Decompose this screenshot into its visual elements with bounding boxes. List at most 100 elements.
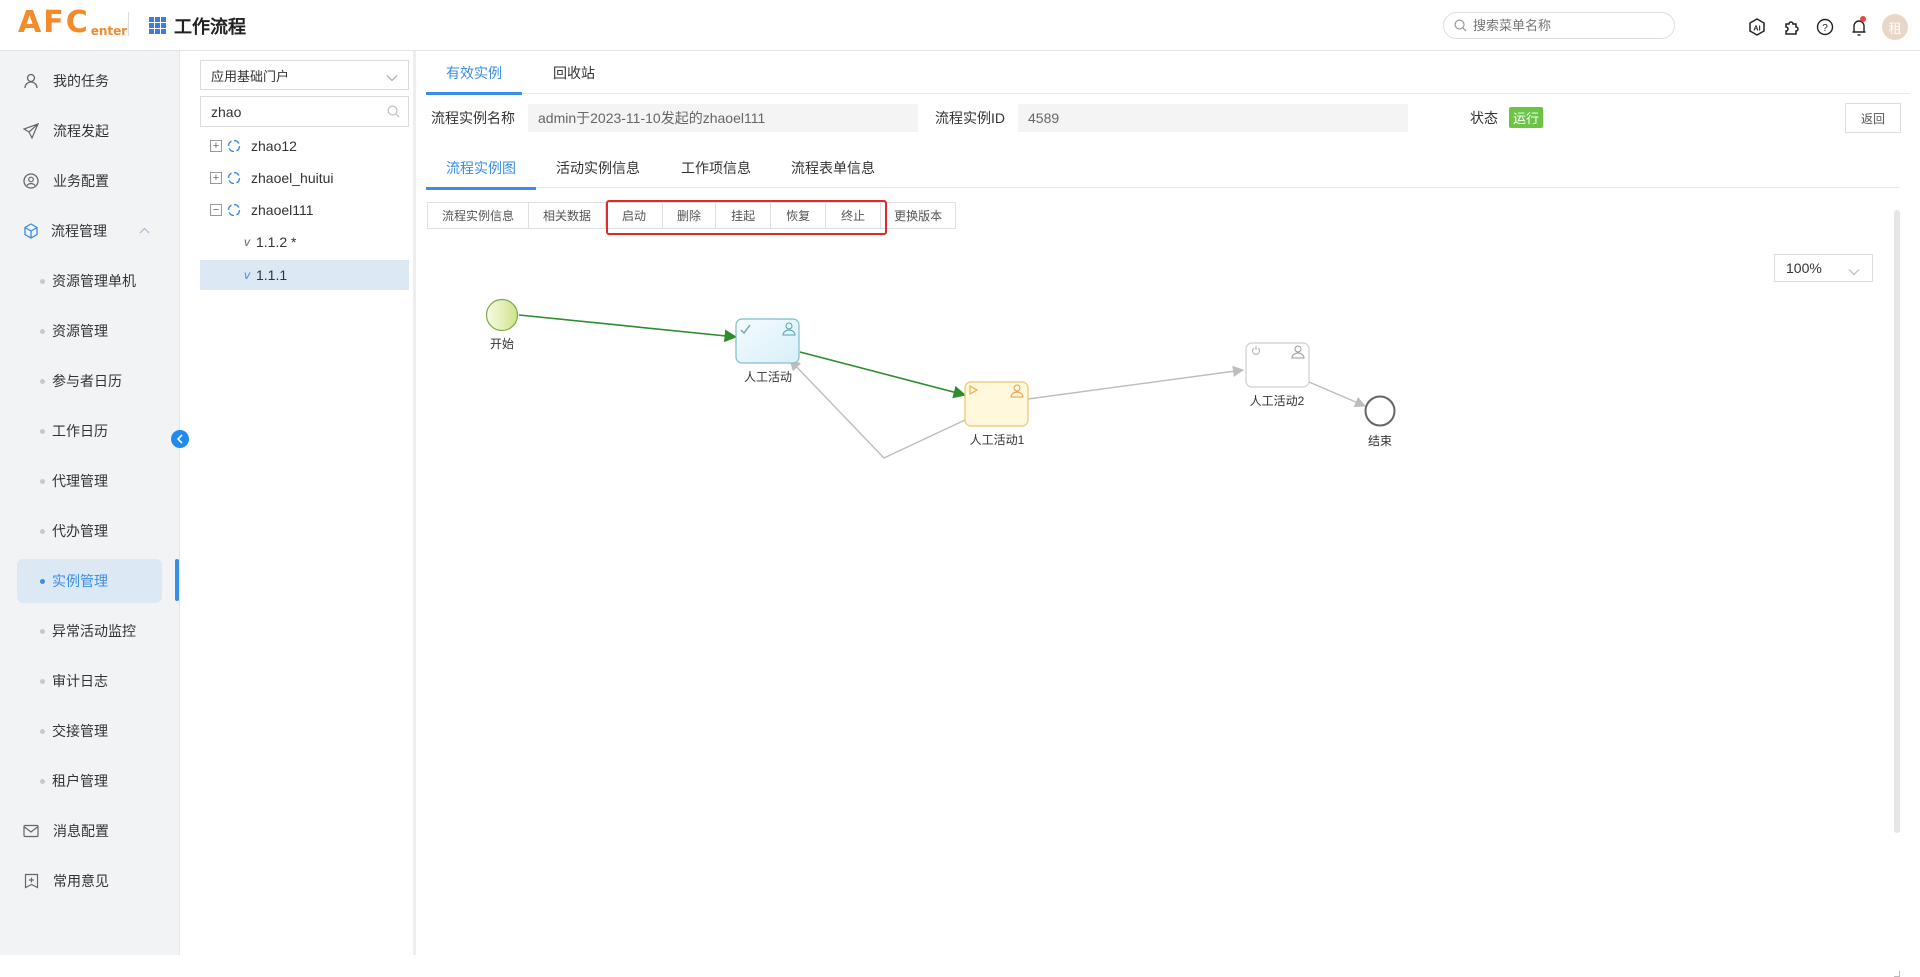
mail-icon <box>22 822 40 840</box>
status-badge: 运行 <box>1509 107 1544 128</box>
resume-button[interactable]: 恢复 <box>771 203 827 228</box>
sidebar-item-handover-management[interactable]: 交接管理 <box>0 709 180 753</box>
end-event <box>1364 395 1396 427</box>
tab-work-items[interactable]: 工作项信息 <box>681 159 751 176</box>
flow-task2-to-end <box>1308 381 1367 408</box>
sidebar-item-message-config[interactable]: 消息配置 <box>0 809 180 853</box>
tab-process-form[interactable]: 流程表单信息 <box>791 159 875 176</box>
tree-node-zhaoel111[interactable]: − zhaoel111 <box>200 195 409 225</box>
instance-id-label: 流程实例ID <box>935 110 1005 126</box>
tree-version-1-1-2[interactable]: v 1.1.2 * <box>244 234 297 250</box>
tab-process-diagram[interactable]: 流程实例图 <box>426 146 536 190</box>
version-icon: v <box>244 268 250 282</box>
instance-name-label: 流程实例名称 <box>431 110 515 126</box>
flow-task1-back-to-task <box>789 359 966 459</box>
tree-search-input[interactable] <box>211 103 371 120</box>
start-button[interactable]: 启动 <box>606 203 664 228</box>
sidebar-item-my-tasks[interactable]: 我的任务 <box>0 59 180 103</box>
active-item-marker <box>175 559 179 601</box>
svg-text:AI: AI <box>1753 24 1761 33</box>
flow-task1-to-task2 <box>1027 365 1245 400</box>
menu-search-input[interactable] <box>1473 18 1653 33</box>
suspend-button[interactable]: 挂起 <box>716 203 772 228</box>
tab-recycle-bin[interactable]: 回收站 <box>553 64 595 81</box>
avatar[interactable]: 租 <box>1882 14 1908 40</box>
ai-icon[interactable]: AI <box>1740 15 1774 39</box>
power-icon <box>1252 346 1260 355</box>
tree-node-zhaoel-huitui[interactable]: + zhaoel_huitui <box>200 163 409 193</box>
sidebar-item-process-management[interactable]: 流程管理 <box>0 209 180 253</box>
terminate-button[interactable]: 终止 <box>826 203 882 228</box>
sidebar-item-instance-management[interactable]: 实例管理 <box>17 559 162 603</box>
cube-icon <box>22 222 40 240</box>
status-label: 状态 <box>1470 110 1498 126</box>
delete-button[interactable]: 删除 <box>663 203 717 228</box>
related-data-button[interactable]: 相关数据 <box>529 203 607 228</box>
search-icon[interactable] <box>387 105 400 121</box>
chevron-down-icon <box>1848 263 1860 279</box>
expand-icon[interactable]: + <box>210 172 222 184</box>
instance-id-field: 4589 <box>1018 104 1408 132</box>
apps-grid-icon[interactable] <box>149 17 166 34</box>
tab-valid-instances[interactable]: 有效实例 <box>426 51 522 95</box>
process-icon <box>227 139 241 153</box>
end-label: 结束 <box>1367 434 1393 448</box>
app-select[interactable]: 应用基础门户 <box>200 60 409 90</box>
sidebar-item-process-start[interactable]: 流程发起 <box>0 109 180 153</box>
chevron-left-icon <box>176 434 183 444</box>
task1-label: 人工活动1 <box>969 433 1025 447</box>
start-event <box>485 298 519 332</box>
menu-search[interactable] <box>1443 12 1675 39</box>
bell-icon[interactable] <box>1842 15 1876 39</box>
sidebar-item-common-opinions[interactable]: 常用意见 <box>0 859 180 903</box>
sidebar-item-participant-calendar[interactable]: 参与者日历 <box>0 359 180 403</box>
instance-toolbar: 流程实例信息 相关数据 启动 删除 挂起 恢复 终止 更换版本 <box>427 202 957 229</box>
sidebar-item-resource-standalone[interactable]: 资源管理单机 <box>0 259 180 303</box>
sidebar-item-tenant-management[interactable]: 租户管理 <box>0 759 180 803</box>
user-task-running <box>964 381 1029 427</box>
svg-text:?: ? <box>1822 23 1828 34</box>
play-icon <box>969 385 979 395</box>
instance-name-field: admin于2023-11-10发起的zhaoel111 <box>528 104 918 132</box>
vertical-scrollbar[interactable] <box>1894 210 1900 833</box>
back-button[interactable]: 返回 <box>1845 103 1901 133</box>
sidebar-item-audit-log[interactable]: 审计日志 <box>0 659 180 703</box>
sidebar-item-business-config[interactable]: 业务配置 <box>0 159 180 203</box>
user-circle-icon <box>22 172 40 190</box>
plugin-icon[interactable] <box>1774 15 1808 39</box>
resize-handle[interactable] <box>1894 971 1900 977</box>
chevron-up-icon <box>139 226 150 237</box>
search-icon <box>1454 19 1467 32</box>
collapse-icon[interactable]: − <box>210 204 222 216</box>
expand-icon[interactable]: + <box>210 140 222 152</box>
notification-dot <box>1860 16 1866 22</box>
sidebar-collapse-button[interactable] <box>171 430 189 448</box>
user-icon <box>1010 384 1024 398</box>
flow-task-to-task1 <box>799 351 967 399</box>
process-icon <box>227 203 241 217</box>
sidebar-item-work-calendar[interactable]: 工作日历 <box>0 409 180 453</box>
task2-label: 人工活动2 <box>1249 394 1305 408</box>
header-divider <box>128 12 129 36</box>
help-icon[interactable]: ? <box>1808 15 1842 39</box>
process-icon <box>227 171 241 185</box>
bookmark-plus-icon <box>22 872 40 890</box>
zoom-select[interactable]: 100% <box>1774 254 1873 282</box>
tree-search-field[interactable] <box>200 96 409 127</box>
chevron-down-icon <box>386 70 398 85</box>
tab-activity-instances[interactable]: 活动实例信息 <box>556 159 640 176</box>
sidebar-item-agent-management[interactable]: 代理管理 <box>0 459 180 503</box>
sidebar-item-exception-monitor[interactable]: 异常活动监控 <box>0 609 180 653</box>
send-icon <box>22 122 40 140</box>
version-icon: v <box>244 235 250 249</box>
main-content: 有效实例 回收站 流程实例名称 admin于2023-11-10发起的zhaoe… <box>416 51 1920 977</box>
instance-info-button[interactable]: 流程实例信息 <box>428 203 530 228</box>
change-version-button[interactable]: 更换版本 <box>881 203 956 228</box>
sidebar-item-resource-management[interactable]: 资源管理 <box>0 309 180 353</box>
tree-node-zhao12[interactable]: + zhao12 <box>200 131 409 161</box>
sidebar-item-proxy-management[interactable]: 代办管理 <box>0 509 180 553</box>
user-task-pending <box>1245 342 1310 388</box>
tree-version-1-1-1[interactable]: v 1.1.1 <box>200 260 409 290</box>
